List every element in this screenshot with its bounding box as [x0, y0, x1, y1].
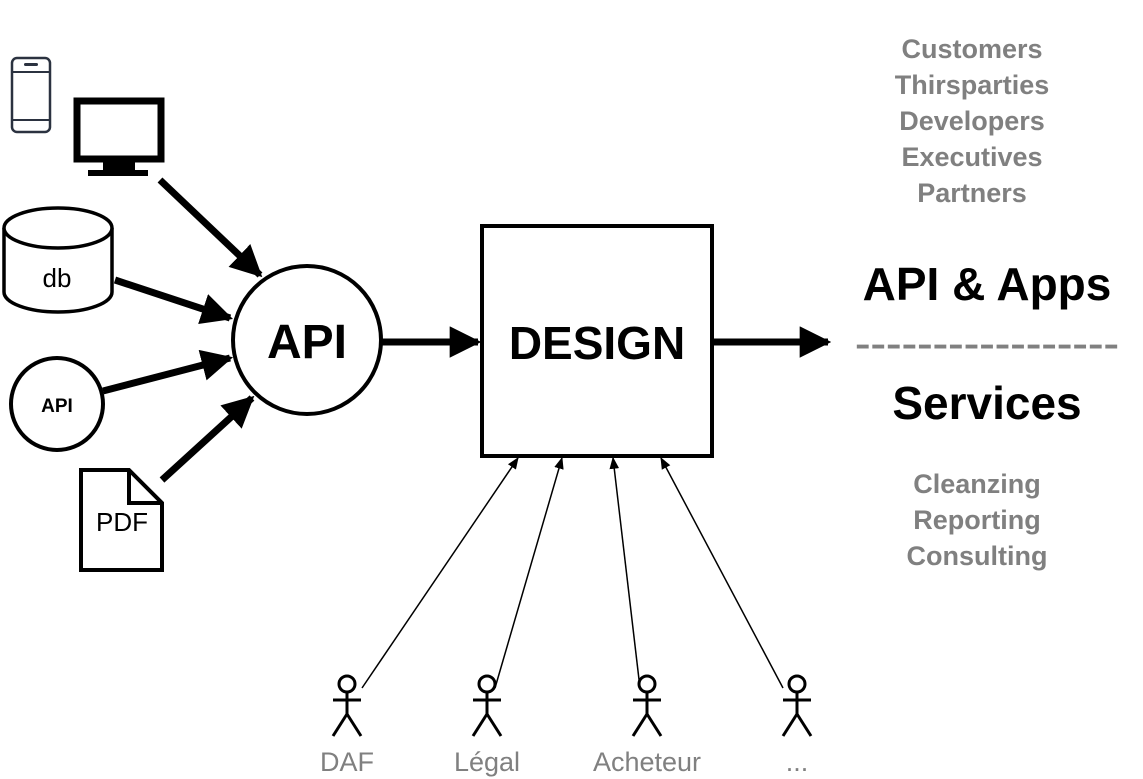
service-item: Cleanzing [913, 469, 1041, 499]
arrow-pdf-to-api [159, 395, 255, 483]
actor-label: ... [786, 747, 809, 777]
actor-label: Acheteur [593, 747, 701, 777]
external-api-node [9, 356, 105, 452]
arrow-db-to-api [113, 276, 233, 325]
service-item: Consulting [907, 541, 1048, 571]
actor-label: DAF [320, 747, 374, 777]
audience-item: Partners [917, 178, 1027, 208]
arrow-actor-legal [494, 456, 564, 689]
actor-acheteur-icon [631, 674, 663, 737]
design-box [480, 224, 714, 458]
output-divider: ----------------- [855, 326, 1119, 362]
arrow-actor-acheteur [609, 456, 641, 689]
audience-item: Customers [901, 34, 1042, 64]
api-hub-node [231, 264, 383, 416]
service-item: Reporting [913, 505, 1041, 535]
output-api-apps: API & Apps [863, 258, 1112, 310]
audience-item: Executives [901, 142, 1042, 172]
database-label: db [43, 263, 72, 293]
audience-item: Thirsparties [895, 70, 1050, 100]
actor-more-icon [781, 674, 813, 737]
design-label: DESIGN [509, 317, 685, 369]
pdf-label: PDF [96, 507, 148, 537]
actor-daf-icon [331, 674, 363, 737]
arrow-external-api-to-api [102, 349, 234, 395]
external-api-label: API [41, 396, 73, 417]
output-services: Services [892, 377, 1081, 429]
arrow-actor-daf [361, 457, 519, 689]
mobile-phone-icon [10, 56, 52, 134]
database-icon [2, 206, 114, 314]
api-hub-label: API [267, 316, 347, 369]
arrow-actor-more [660, 456, 784, 689]
actor-label: Légal [454, 747, 520, 777]
desktop-monitor-icon [73, 97, 165, 176]
actor-legal-icon [471, 674, 503, 737]
pdf-document-icon [79, 468, 164, 572]
audience-item: Developers [899, 106, 1045, 136]
arrow-monitor-to-api [157, 177, 263, 278]
